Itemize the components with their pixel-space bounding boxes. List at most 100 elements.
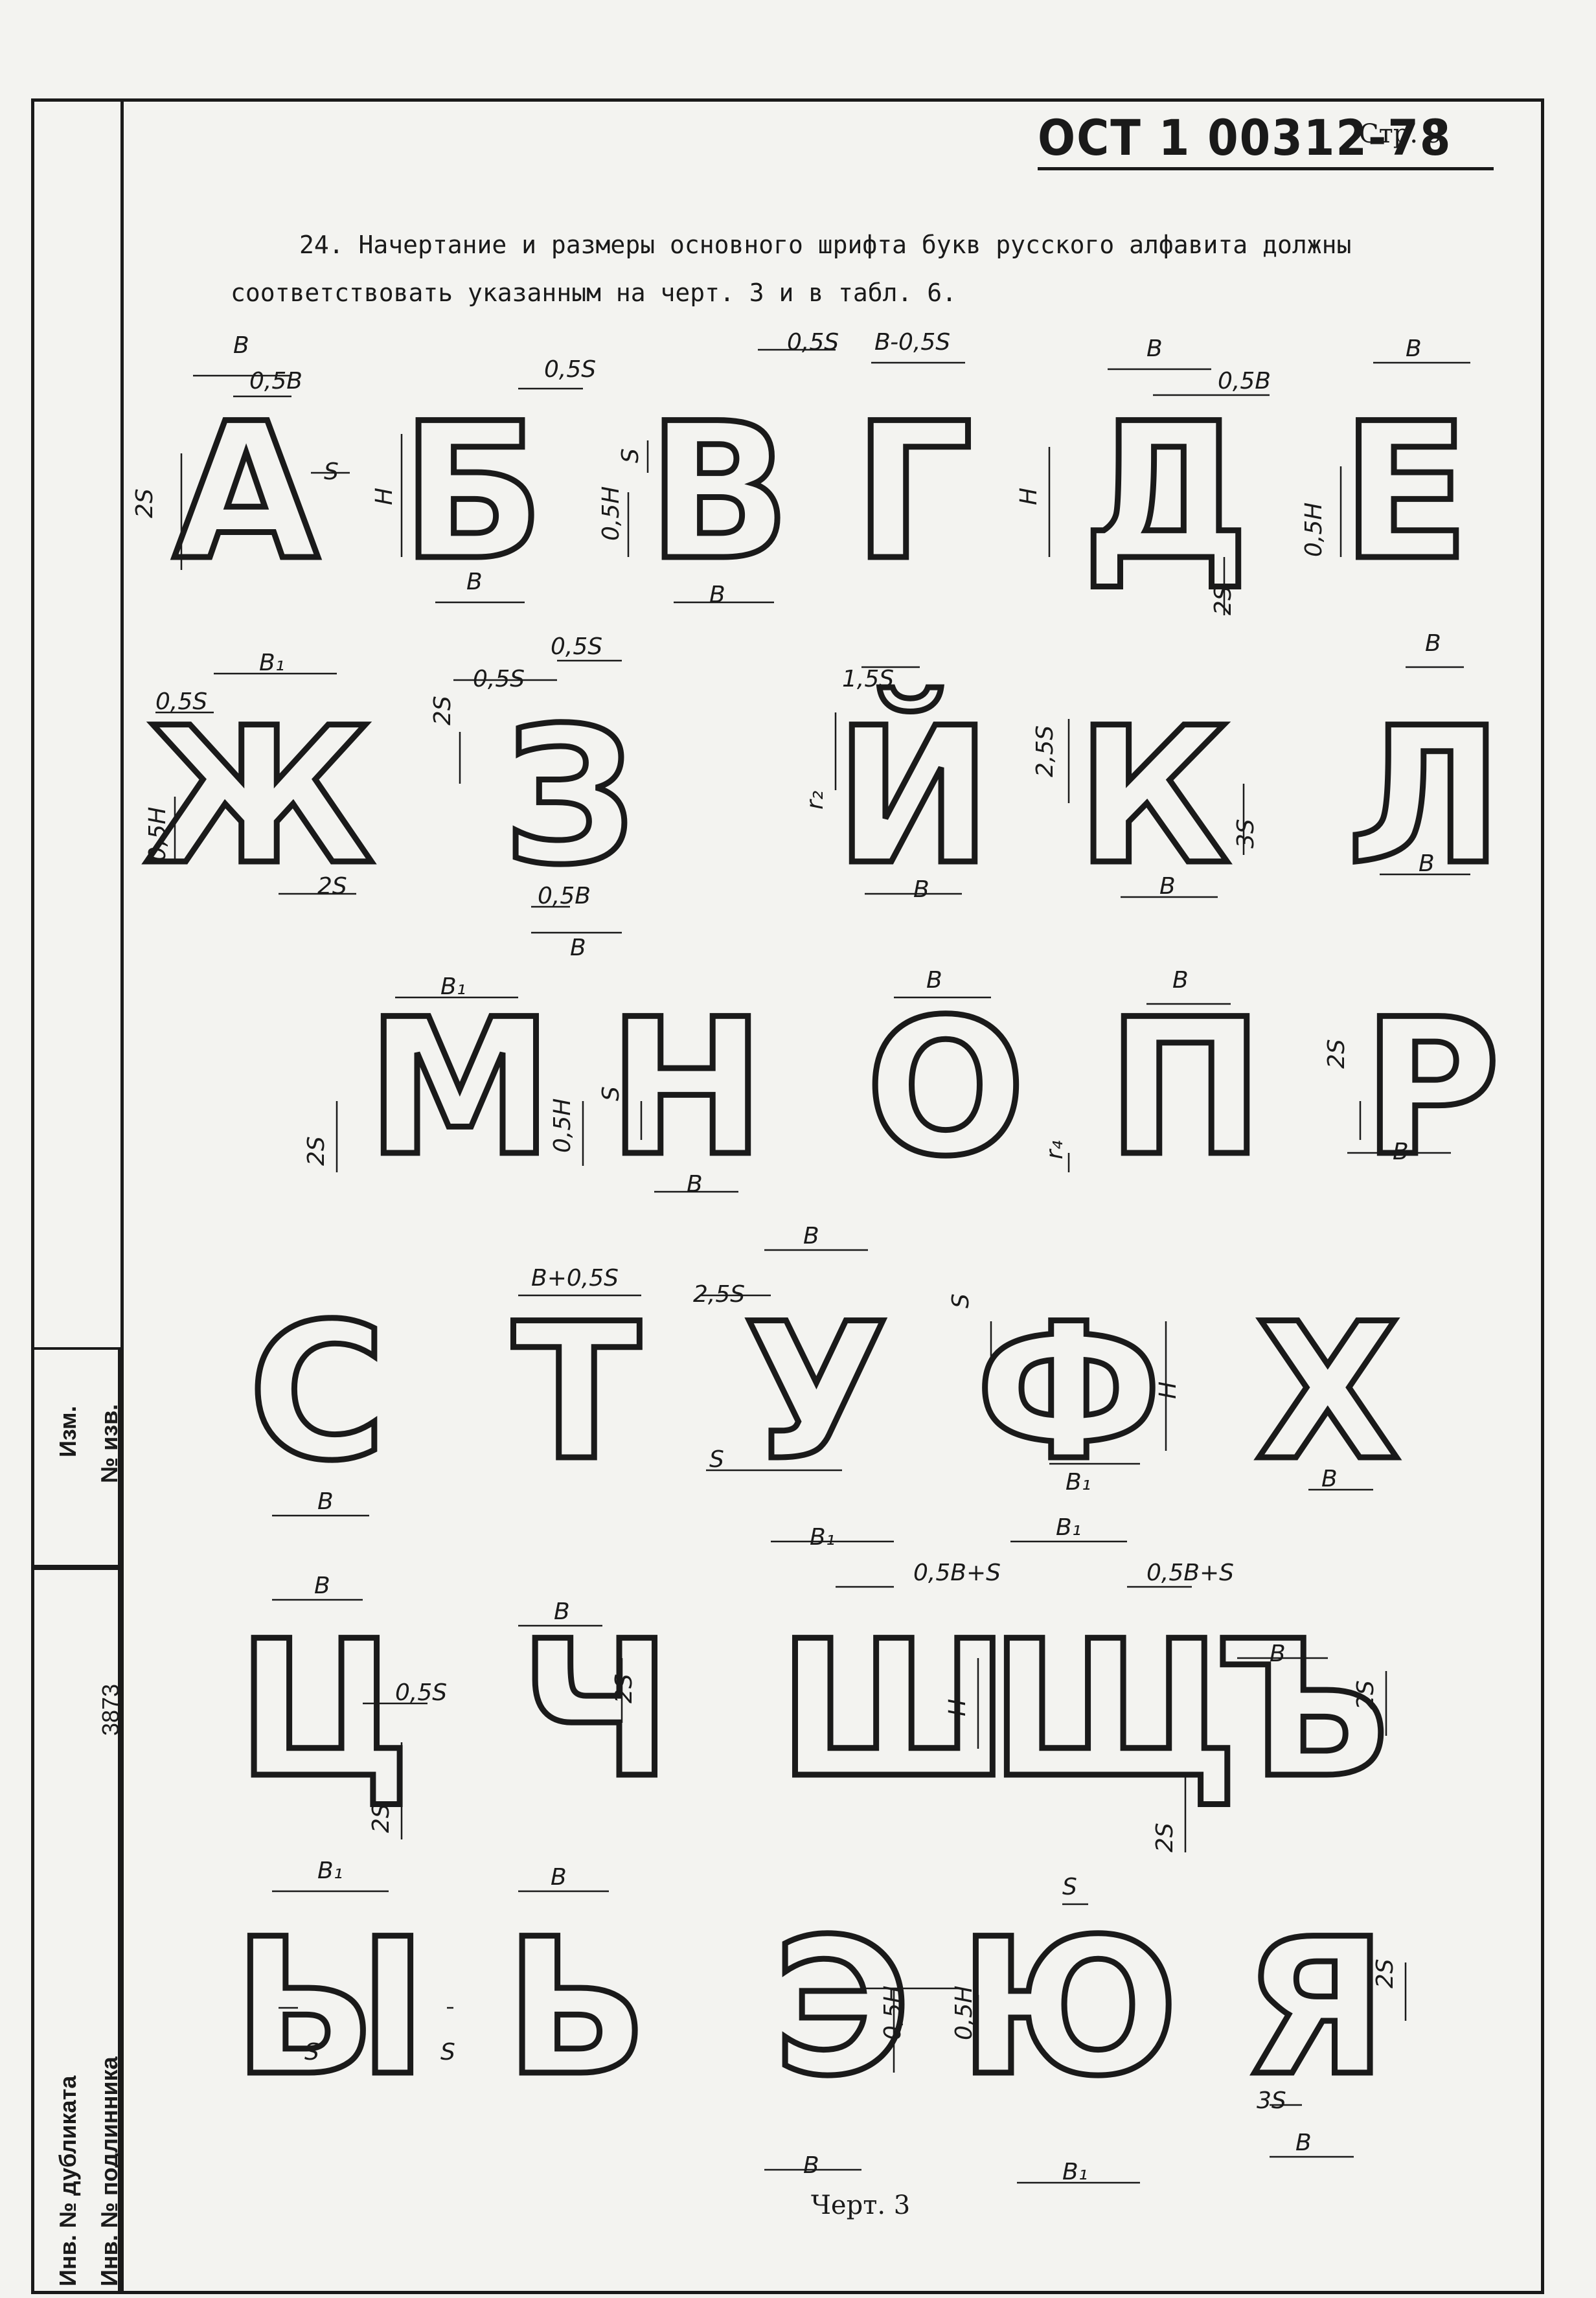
dimension-label: 0,5S [551,633,602,660]
dimension-label: B [913,876,929,903]
dimension-label: 0,5S [787,329,839,356]
dimension-label: B [803,2152,819,2179]
dimension-label: B [926,967,942,994]
dimension-label: r₄ [1042,1140,1068,1159]
dimension-label: B [1270,1641,1286,1667]
dimension-label: S [440,2039,455,2065]
header-underline [1038,167,1494,170]
dimension-label: B₁ [317,1858,343,1884]
letter-glyph: З [503,688,637,906]
dimension-label: H [944,1699,971,1716]
dimension-label: 0,5B [1218,368,1271,394]
dimension-label: B₁ [1066,1469,1091,1496]
letter-glyph: Н [608,979,766,1198]
dimension-label: 0,5B [249,368,302,394]
sidebar-izm-box [31,1347,120,1567]
page-border [31,98,1544,2294]
dimension-label: B [1159,873,1176,900]
letter-glyph: А [174,383,321,602]
sidebar-number-box [31,1567,120,2294]
dimension-label: 0,5S [544,356,596,383]
dimension-label: B [709,582,725,608]
dimension-label: 3S [1233,819,1259,848]
dimension-label: 2S [1152,1823,1178,1852]
dimension-label: 2S [368,1803,394,1833]
dimension-label: S [324,459,339,485]
letter-glyph: Ю [959,1899,1179,2117]
dimension-label: 0,5S [473,666,525,692]
letter-glyph: Ъ [1214,1601,1390,1819]
letter-glyph: В [647,383,790,602]
dimension-label: B [1425,630,1441,657]
dimension-label: 2,5S [693,1281,745,1308]
letter-glyph: Ы [233,1899,428,2117]
dimension-label: 0,5H [598,486,624,541]
document-code: ОСТ 1 00312-78 [1038,109,1452,166]
dimension-label: B [554,1598,570,1625]
dimension-label: B [1406,336,1422,362]
letter-glyph: Б [401,383,544,602]
dimension-label: S [304,2039,319,2065]
dimension-label: B [317,1488,334,1515]
letter-glyph: М [367,979,554,1198]
dimension-label: B [1295,2130,1312,2156]
dimension-label: 0,5H [880,1986,906,2040]
dimension-label: H [1155,1382,1181,1399]
dimension-label: S [1062,1874,1077,1900]
letter-glyph: У [744,1284,889,1502]
letter-glyph: Ф [975,1284,1162,1502]
dimension-label: 0,5H [144,807,171,861]
letter-glyph: Й [835,685,992,906]
letter-glyph: Ь [505,1899,648,2117]
dimension-label: B-0,5S [874,329,950,356]
dimension-label: S [598,1086,624,1101]
dimension-label: 2S [1323,1039,1350,1069]
dimension-label: 2S [303,1136,330,1166]
dimension-label: 1,5S [842,666,894,692]
letter-glyph: Е [1341,383,1470,602]
dimension-label: 0,5B+S [913,1560,1001,1586]
letter-glyph: Ч [520,1601,672,1819]
letter-glyph: К [1076,688,1229,906]
letter-glyph: С [249,1284,387,1502]
dimension-label: B [314,1573,330,1599]
paragraph-line-2: соответствовать указанным на черт. 3 и в… [231,279,957,307]
dimension-label: B₁ [440,973,466,1000]
dimension-label: B₁ [259,650,284,676]
letter-glyph: Щ [990,1601,1238,1819]
dimension-label: H [371,488,398,505]
dimension-label: 2S [429,696,456,725]
dimension-label: 2S [1210,586,1237,615]
dimension-label: B₁ [810,1524,835,1551]
content-border [120,98,1544,2294]
dimension-label: B [1321,1466,1338,1492]
letter-glyph: Р [1363,979,1501,1198]
dimension-label: 0,5S [155,688,207,715]
page-number: Стр. 9 [1359,119,1443,149]
dimension-label: 3S [1257,2088,1286,2114]
dimension-label: B [687,1171,703,1198]
dimension-label: 0,5H [1301,503,1327,557]
letter-glyph: Ж [144,688,374,906]
dimension-label: 2S [131,488,158,518]
dimension-label: B [1419,850,1435,877]
letter-glyph: Т [512,1284,641,1502]
letter-glyph: О [866,979,1026,1198]
dimension-label: 0,5H [549,1098,576,1153]
dimension-label: B [1146,336,1163,362]
letter-glyph: Л [1347,688,1503,906]
dimension-label: 2S [317,873,347,900]
letter-glyph: П [1107,979,1264,1198]
dimension-label: 0,5H [951,1986,977,2040]
letter-glyph: Э [773,1899,911,2117]
dimension-label: 0,5S [395,1679,447,1706]
dimension-label: S [709,1446,724,1473]
dimension-label: S [948,1293,974,1308]
dimension-label: B₁ [1062,2159,1088,2185]
dimension-label: B [233,332,249,359]
dimension-label: 2S [1372,1959,1398,1988]
letter-glyph: Я [1242,1899,1387,2117]
dimension-label: B [803,1223,819,1249]
dimension-label: 0,5B+S [1146,1560,1234,1586]
dimension-label: B [466,569,483,595]
